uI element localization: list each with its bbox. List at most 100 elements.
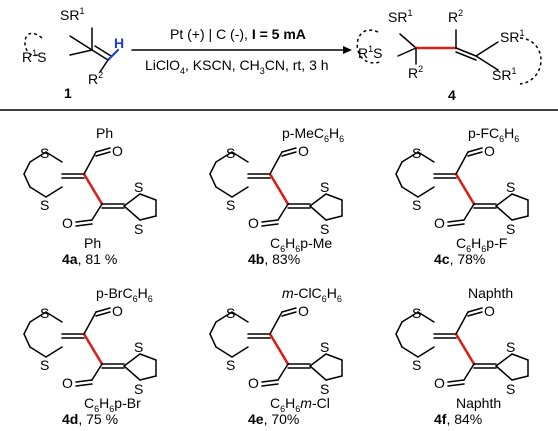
sulfur-label: S	[40, 305, 49, 321]
bond	[231, 311, 249, 323]
bond	[467, 307, 483, 313]
bond	[123, 205, 141, 221]
sulfur-label: S	[226, 305, 235, 321]
oxygen-label: O	[298, 143, 309, 159]
bond	[401, 186, 419, 198]
r2-label: R2	[88, 70, 103, 87]
oxygen-label: O	[484, 303, 495, 319]
bond	[139, 215, 157, 221]
bond	[455, 47, 477, 57]
sulfur-label: S	[506, 381, 515, 397]
oxygen-label: O	[62, 375, 73, 391]
bond	[395, 161, 403, 175]
oxygen-label: O	[112, 303, 123, 319]
sulfur-label: S	[506, 179, 515, 195]
sulfur-label: S	[134, 179, 143, 195]
product-ring-dashed-right	[519, 37, 542, 85]
sulfur-label: S	[412, 357, 421, 373]
bond	[139, 375, 157, 381]
bond	[45, 311, 63, 323]
bond	[511, 193, 529, 201]
bond	[309, 205, 327, 221]
sulfur-label: S	[506, 221, 515, 237]
top-substituent: p-MeC6H6	[282, 125, 344, 144]
bond	[417, 311, 435, 323]
reactant-1: SR1 R1S H R2 1	[22, 6, 124, 101]
bond	[475, 55, 499, 71]
r2-label-bottom: R2	[408, 64, 423, 81]
bond	[455, 151, 469, 175]
bond	[511, 353, 529, 361]
bottom-substituent: Naphth	[456, 395, 501, 411]
bond	[23, 173, 31, 188]
bond	[495, 365, 513, 381]
new-cc-bond	[454, 172, 476, 206]
bond	[281, 307, 297, 313]
bond	[511, 375, 529, 381]
sulfur-label: S	[320, 339, 329, 355]
sulfur-label: S	[412, 197, 421, 213]
product-ring-dashed-left	[356, 29, 381, 64]
bond	[83, 311, 97, 335]
top-substituent: m-ClC6H6	[282, 285, 342, 304]
bond	[261, 219, 279, 223]
bond	[395, 173, 403, 188]
sulfur-label: S	[134, 221, 143, 237]
bond	[95, 307, 111, 313]
bond	[401, 151, 419, 163]
product-4: SR1 R2 R1S R2 SR1 SR1 4	[356, 8, 542, 103]
new-cc-bond	[82, 172, 104, 206]
sulfur-label: S	[40, 357, 49, 373]
bond	[75, 223, 93, 227]
sulfur-label: S	[506, 339, 515, 355]
bond	[215, 186, 233, 198]
sulfur-label: S	[40, 197, 49, 213]
oxygen-label: O	[434, 375, 445, 391]
bond	[215, 311, 233, 323]
bond	[123, 353, 141, 367]
sulfur-label: S	[320, 221, 329, 237]
bond	[95, 151, 111, 157]
bond	[467, 311, 483, 317]
bond	[277, 363, 289, 381]
bond	[95, 147, 111, 153]
oxygen-label: O	[248, 215, 259, 231]
sr1-label: SR1	[388, 8, 412, 25]
r2-label-top: R2	[448, 8, 463, 25]
bond	[123, 365, 141, 381]
sulfur-label: S	[134, 381, 143, 397]
reactant-ring-dashed	[24, 32, 43, 57]
bond	[417, 151, 435, 163]
bond	[281, 311, 297, 317]
bond	[75, 219, 93, 223]
reactant-number: 1	[64, 85, 72, 101]
sulfur-label: S	[226, 357, 235, 373]
bond	[511, 215, 529, 221]
compound-caption: 4c, 78%	[434, 251, 485, 267]
new-cc-bond	[82, 332, 104, 366]
bond	[29, 346, 47, 358]
bond	[99, 59, 109, 73]
sulfur-label: S	[412, 145, 421, 161]
bond	[495, 353, 513, 367]
bond	[455, 311, 469, 335]
bond	[215, 151, 233, 163]
bond	[215, 346, 233, 358]
bond	[75, 383, 93, 387]
arrow-head	[343, 46, 352, 54]
bond	[231, 186, 249, 198]
bond	[91, 203, 103, 221]
top-substituent: p-BrC6H6	[96, 285, 153, 304]
bond	[75, 379, 93, 383]
sulfur-label: S	[320, 179, 329, 195]
bond	[495, 205, 513, 221]
bond	[23, 321, 31, 335]
conditions-line2: LiClO4, KSCN, CH3CN, rt, 3 h	[145, 57, 329, 76]
bond	[139, 353, 157, 361]
bond	[23, 161, 31, 175]
